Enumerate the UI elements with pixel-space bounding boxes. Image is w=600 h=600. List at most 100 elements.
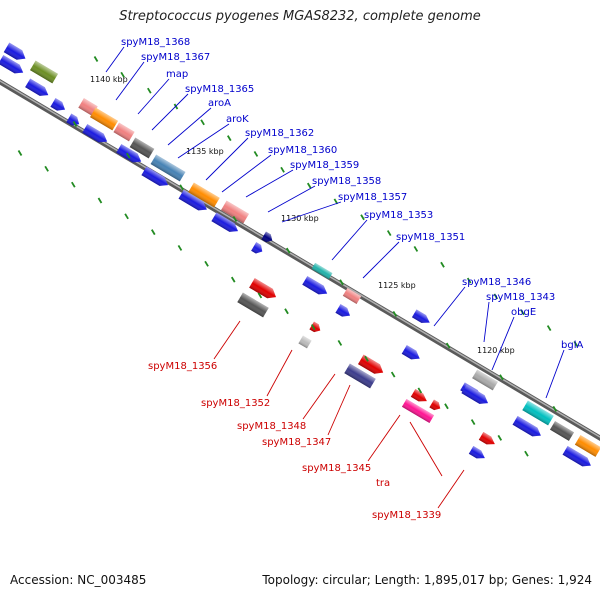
forward-inner-gene-15-shade <box>512 416 541 437</box>
forward-gene-9 <box>221 200 249 224</box>
reverse-label-3: spyM18_1348 <box>237 421 306 432</box>
tick-row-top-2 <box>147 87 152 94</box>
forward-label-15: spyM18_1343 <box>486 292 555 303</box>
forward-leader-4 <box>151 93 189 131</box>
forward-gene-6 <box>129 137 155 159</box>
forward-gene-18 <box>574 435 600 457</box>
reverse-gene-4-shade <box>298 335 312 349</box>
tick-row-outer-12 <box>337 339 343 346</box>
reverse-gene-1-shade <box>249 278 277 299</box>
forward-leader-5 <box>167 107 212 146</box>
forward-label-12: spyM18_1353 <box>364 210 433 221</box>
reverse-leader-1 <box>213 320 241 360</box>
tick-row-inner-0 <box>72 121 78 127</box>
tick-row-inner-2 <box>179 184 184 191</box>
forward-inner-gene-6-shade <box>116 144 142 163</box>
tick-row-outer-10 <box>284 308 289 315</box>
reverse-gene-9 <box>401 398 435 424</box>
tick-row-top-13 <box>440 261 445 268</box>
tick-row-top-12 <box>413 245 419 252</box>
forward-inner-gene-5-shade <box>82 124 108 143</box>
tick-row-inner-6 <box>392 310 398 317</box>
reverse-gene-9-shade <box>401 398 435 424</box>
reverse-gene-11 <box>468 446 485 459</box>
forward-inner-gene-11 <box>302 276 328 295</box>
tick-row-inner-1 <box>126 152 131 159</box>
reverse-label-7: spyM18_1339 <box>372 510 441 521</box>
tick-row-outer-17 <box>470 419 476 426</box>
reverse-gene-6-shade <box>344 363 376 389</box>
forward-gene-9-shade <box>221 200 249 224</box>
reverse-gene-10 <box>478 432 495 445</box>
forward-gene-10 <box>261 231 273 243</box>
forward-gene-5-shade <box>113 122 135 142</box>
tick-row-outer-18 <box>497 434 503 441</box>
tick-row-outer-15 <box>417 387 423 394</box>
tick-label-5: 1120 kbp <box>477 346 515 355</box>
forward-label-17: bglA <box>561 340 583 351</box>
forward-inner-gene-12-shade <box>335 304 351 317</box>
forward-gene-7-shade <box>150 154 186 182</box>
forward-gene-17 <box>549 421 575 441</box>
forward-inner-gene-9 <box>211 212 239 232</box>
forward-gene-2 <box>30 60 58 84</box>
forward-label-16: obgE <box>511 307 536 318</box>
tick-row-top-5 <box>227 135 232 142</box>
tick-row-outer-8 <box>230 276 236 283</box>
reverse-leader-2 <box>266 349 293 397</box>
forward-inner-gene-8-shade <box>178 190 207 211</box>
reverse-gene-1 <box>249 278 277 299</box>
forward-gene-3 <box>78 98 98 116</box>
forward-leader-11 <box>281 201 342 223</box>
tick-label-2: 1135 kbp <box>186 147 224 156</box>
tick-row-top-11 <box>386 230 392 237</box>
forward-leader-12 <box>331 219 368 261</box>
tick-row-top-16 <box>520 309 525 316</box>
forward-inner-gene-6 <box>116 144 142 163</box>
tick-row-top-1 <box>120 71 125 78</box>
reverse-gene-5-shade <box>358 354 384 374</box>
forward-inner-gene-16-shade <box>562 446 591 467</box>
forward-label-1: spyM18_1368 <box>121 37 190 48</box>
reverse-label-5: spyM18_1345 <box>302 463 371 474</box>
forward-leader-14 <box>433 286 466 327</box>
reverse-gene-7-shade <box>410 389 427 402</box>
forward-inner-gene-12 <box>335 304 351 317</box>
reverse-gene-6 <box>344 363 376 389</box>
forward-leader-10 <box>267 185 316 213</box>
reverse-leader-6 <box>409 421 443 477</box>
forward-inner-gene-14 <box>461 384 489 404</box>
tick-row-top-14 <box>466 277 472 284</box>
tick-row-outer-7 <box>204 260 209 267</box>
forward-inner-gene-3-shade <box>50 98 66 111</box>
forward-leader-2 <box>115 61 145 101</box>
tick-row-inner-5 <box>339 279 344 286</box>
forward-leader-9 <box>245 169 294 198</box>
reverse-gene-10-shade <box>478 432 495 445</box>
forward-inner-gene-3 <box>50 98 66 111</box>
forward-label-11: spyM18_1357 <box>338 192 407 203</box>
forward-label-14: spyM18_1346 <box>462 277 531 288</box>
forward-inner-gene-10 <box>251 242 263 254</box>
forward-label-6: aroK <box>226 114 249 125</box>
forward-inner-gene-1 <box>0 55 24 74</box>
forward-label-9: spyM18_1359 <box>290 160 359 171</box>
forward-gene-8 <box>188 182 220 208</box>
forward-inner-gene-13 <box>401 345 420 360</box>
tick-row-outer-5 <box>151 229 156 236</box>
forward-inner-gene-1-shade <box>0 55 24 74</box>
forward-leader-17 <box>545 349 565 399</box>
forward-gene-6-shade <box>129 137 155 159</box>
tick-row-outer-19 <box>524 450 529 457</box>
tick-row-outer-11 <box>310 324 316 331</box>
reverse-gene-11-shade <box>468 446 485 459</box>
forward-inner-gene-7-shade <box>141 166 169 186</box>
tick-row-outer-3 <box>97 197 103 204</box>
forward-gene-1-shade <box>3 42 26 60</box>
reverse-gene-2 <box>237 292 269 318</box>
tick-row-inner-8 <box>499 374 504 381</box>
forward-inner-gene-8 <box>178 190 207 211</box>
forward-leader-15 <box>483 301 490 343</box>
tick-row-outer-0 <box>17 150 23 156</box>
